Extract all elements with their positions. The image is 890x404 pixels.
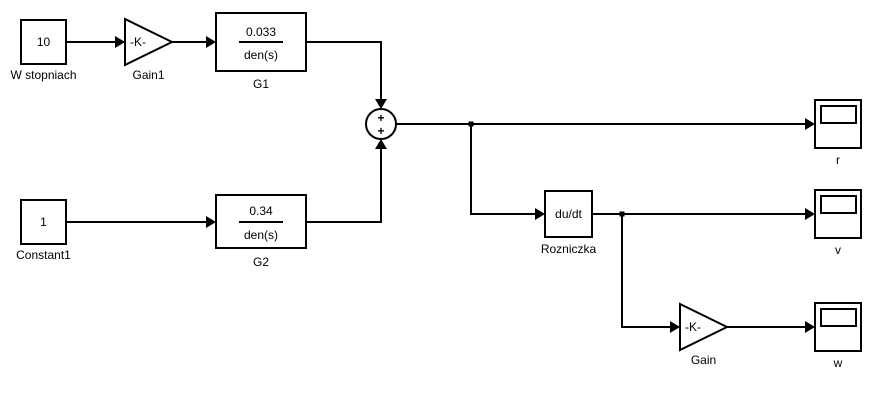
block-scope-w[interactable]: w	[814, 302, 862, 370]
gain-value: -K-	[685, 320, 701, 334]
arrowhead-gain1-input	[115, 36, 125, 48]
block-scope-r[interactable]: r	[814, 99, 862, 167]
constant-value: 10	[37, 35, 51, 49]
arrowhead-sum-input-top	[375, 99, 387, 109]
block-body	[20, 199, 67, 245]
scope-screen-icon	[820, 195, 857, 214]
tf-numerator: 0.033	[246, 25, 276, 39]
gain-value: -K-	[130, 35, 146, 49]
block-label[interactable]: Constant1	[16, 248, 71, 262]
gain-triangle	[679, 302, 730, 352]
block-gain[interactable]: -K- Gain	[679, 302, 730, 367]
signal-g1-to-sum[interactable]	[306, 41, 382, 102]
arrowhead-g1-input	[206, 36, 216, 48]
sum-sign-bottom: +	[377, 124, 384, 138]
block-label[interactable]: Gain	[691, 353, 716, 367]
sum-sign-top: +	[377, 111, 384, 125]
block-label[interactable]: w	[833, 356, 843, 370]
arrowhead-gain-input	[670, 321, 680, 333]
signal-lines	[66, 36, 815, 333]
block-derivative-rozniczka[interactable]: du/dt Rozniczka	[541, 190, 597, 256]
arrowhead-scope-v-input	[805, 208, 815, 220]
block-constant-w-stopniach[interactable]: 10 W stopniach	[10, 19, 77, 82]
arrowhead-scope-r-input	[805, 118, 815, 130]
scope-screen-icon	[820, 105, 857, 124]
block-label[interactable]: v	[835, 243, 841, 257]
block-label[interactable]: G1	[253, 77, 269, 91]
tf-denominator: den(s)	[244, 48, 278, 62]
arrowhead-deriv-input	[535, 208, 545, 220]
block-constant1[interactable]: 1 Constant1	[16, 199, 71, 262]
arrowhead-sum-input-bottom	[375, 139, 387, 149]
block-label[interactable]: r	[836, 153, 840, 167]
sum-circle	[365, 108, 397, 140]
branch-point-deriv	[619, 211, 625, 217]
scope-screen-icon	[820, 308, 857, 327]
block-transfer-fcn-g2[interactable]: 0.34 den(s) G2	[215, 194, 307, 269]
block-label[interactable]: Rozniczka	[541, 242, 597, 256]
tf-numerator: 0.34	[249, 204, 273, 218]
block-sum[interactable]: + +	[365, 108, 397, 140]
gain-triangle	[124, 17, 175, 67]
signal-g2-to-sum[interactable]	[306, 146, 382, 223]
block-scope-v[interactable]: v	[814, 189, 862, 257]
arrowhead-scope-w-input	[805, 321, 815, 333]
block-body	[544, 190, 593, 238]
block-body	[20, 19, 67, 65]
block-label[interactable]: G2	[253, 255, 269, 269]
signal-deriv-to-gain[interactable]	[621, 214, 672, 328]
block-label[interactable]: Gain1	[132, 68, 164, 82]
block-gain1[interactable]: -K- Gain1	[124, 17, 175, 82]
constant-value: 1	[40, 215, 47, 229]
arrowhead-g2-input	[206, 216, 216, 228]
branch-point-sum	[468, 121, 474, 127]
block-transfer-fcn-g1[interactable]: 0.033 den(s) G1	[215, 12, 307, 91]
tf-denominator: den(s)	[244, 228, 278, 242]
signal-sum-to-deriv[interactable]	[470, 124, 537, 215]
block-label[interactable]: W stopniach	[10, 68, 76, 82]
derivative-symbol: du/dt	[555, 207, 582, 221]
